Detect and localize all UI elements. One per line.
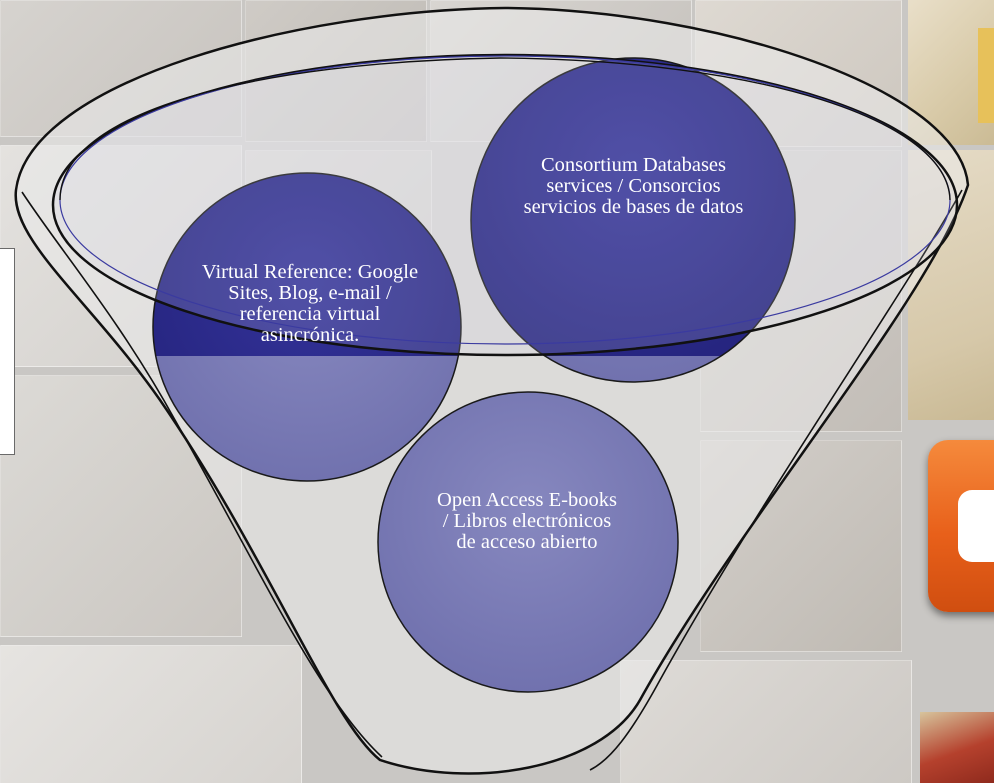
funnel-rim-sketch: [59, 57, 951, 201]
funnel-rim: [51, 53, 959, 357]
book-image-tile: [920, 712, 994, 783]
label-consortium-databases: Consortium Databases services / Consorci…: [523, 154, 744, 218]
side-panel-edge: [0, 248, 15, 455]
blogger-icon-glyph: [958, 490, 994, 562]
blogger-icon: [928, 440, 994, 612]
gold-tab-decoration: [978, 28, 994, 123]
background-tile: [0, 645, 302, 783]
circle-consortium-databases: [543, 356, 723, 383]
circle-virtual-reference: [155, 356, 459, 482]
label-open-access-ebooks: Open Access E-books / Libros electrónico…: [437, 489, 617, 553]
circle-virtual-reference: [152, 172, 462, 356]
circle-consortium-databases: [470, 57, 796, 356]
funnel-outline-sketch: [589, 189, 963, 771]
label-virtual-reference: Virtual Reference: Google Sites, Blog, e…: [201, 261, 419, 346]
circle-open-access-ebooks: [377, 391, 679, 693]
funnel-outline-sketch: [21, 191, 383, 758]
